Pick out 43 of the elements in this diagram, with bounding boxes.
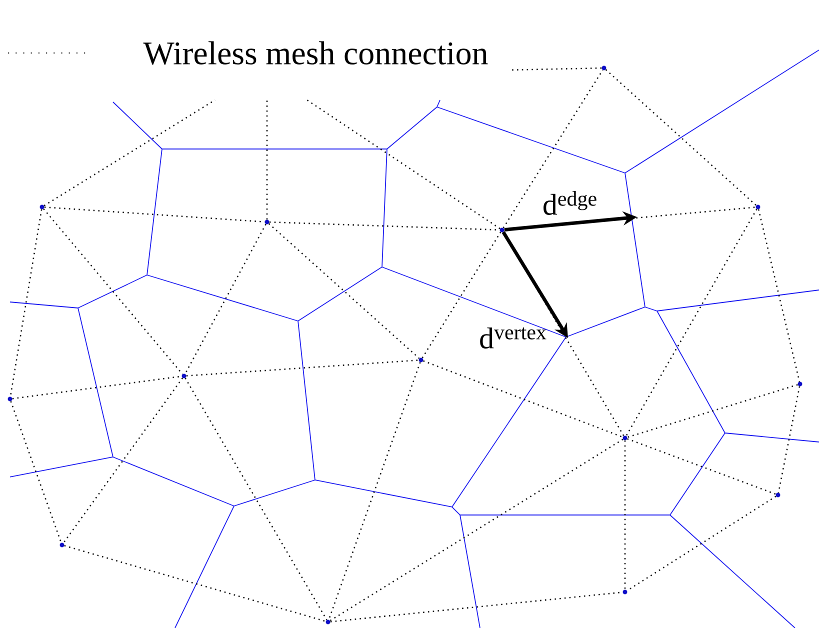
mesh-node: [756, 204, 760, 210]
mesh-node: [326, 620, 330, 624]
mesh-connection: [502, 70, 604, 228]
mesh-node: [622, 590, 628, 594]
mesh-connection: [184, 378, 328, 620]
mesh-connection: [422, 232, 502, 358]
mesh-connection: [624, 440, 626, 590]
mesh-node: [622, 436, 628, 440]
mesh-connection: [626, 208, 758, 436]
mesh-node: [418, 358, 424, 362]
mesh-node: [264, 220, 270, 224]
mesh-connection: [186, 360, 419, 376]
mesh-connection: [62, 378, 184, 544]
mesh-connection: [64, 545, 326, 622]
mesh-node: [60, 542, 64, 548]
mesh-connection: [43, 208, 183, 375]
mesh-connection: [266, 100, 268, 220]
mesh-connection: [10, 401, 62, 543]
mesh-connection: [510, 67, 602, 71]
mesh-connection: [423, 360, 623, 438]
mesh-connection: [778, 386, 800, 493]
mesh-connection: [10, 209, 42, 397]
mesh-connection: [268, 223, 420, 359]
mesh-node: [776, 492, 780, 498]
mesh-connection: [758, 209, 800, 382]
edge-label: d$^{vertex}$: [480, 327, 546, 349]
mesh-node: [602, 66, 606, 70]
mesh-connection: [12, 376, 182, 400]
mesh-node: [8, 396, 12, 402]
mesh-node: [500, 228, 504, 232]
edge-label: d$^{edge}$: [544, 191, 596, 215]
mesh-connection: [306, 99, 500, 230]
mesh-connection: [330, 438, 624, 622]
mesh-connection: [328, 362, 421, 620]
mesh-node: [798, 382, 802, 386]
mesh-connection: [184, 224, 266, 374]
mesh-connection: [627, 384, 798, 438]
mesh-connection: [626, 496, 776, 592]
mesh-connection: [627, 438, 776, 495]
mesh-node: [40, 204, 44, 210]
legend-text: Wireless mesh connection: [143, 41, 488, 65]
mesh-connection: [605, 69, 757, 206]
mesh-node: [182, 374, 186, 378]
